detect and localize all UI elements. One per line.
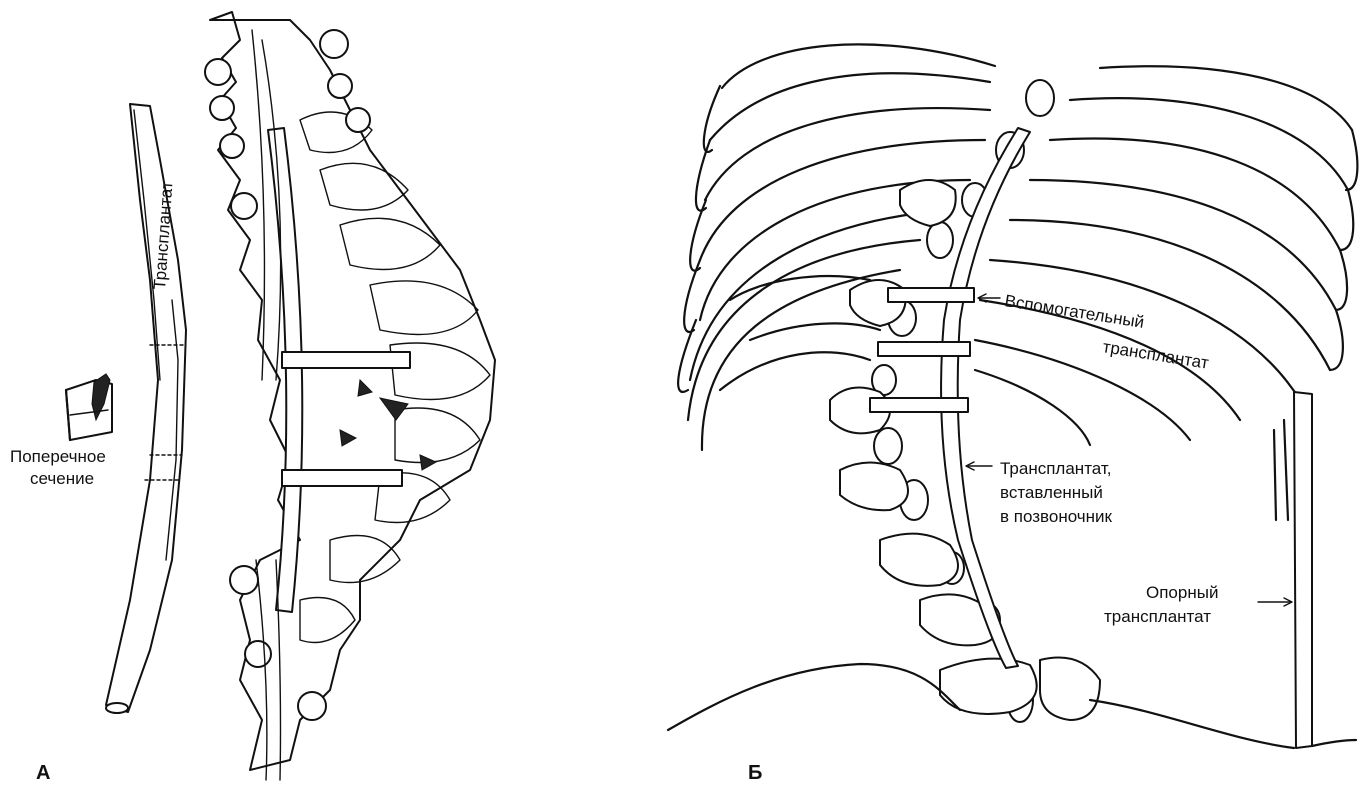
cross-section-label-line1: Поперечное	[10, 447, 106, 466]
auxiliary-graft-label-line2: трансплантат	[1101, 337, 1210, 373]
spinal-graft-label-line2: вставленный	[1000, 483, 1103, 502]
panel-a-letter: А	[36, 762, 50, 784]
panel-b: Вспомогательный трансплантат Транспланта…	[668, 44, 1357, 784]
cross-section-label-line2: сечение	[30, 469, 94, 488]
spinal-graft-label-line1: Трансплантат,	[1000, 459, 1112, 478]
auxiliary-graft-label-line1: Вспомогательный	[1003, 291, 1145, 332]
spinal-graft-label-line3: в позвоночник	[1000, 507, 1113, 526]
cross-section-fragment	[66, 374, 112, 440]
support-graft	[1294, 392, 1312, 748]
spine-drawing-a	[205, 12, 495, 780]
right-ribs	[975, 66, 1357, 445]
panel-a: Трансплантат Поперечное сечение А	[10, 12, 495, 784]
support-graft-label-line2: трансплантат	[1104, 607, 1211, 626]
support-graft-label-line1: Опорный	[1146, 583, 1218, 602]
panel-b-letter: Б	[748, 762, 762, 784]
